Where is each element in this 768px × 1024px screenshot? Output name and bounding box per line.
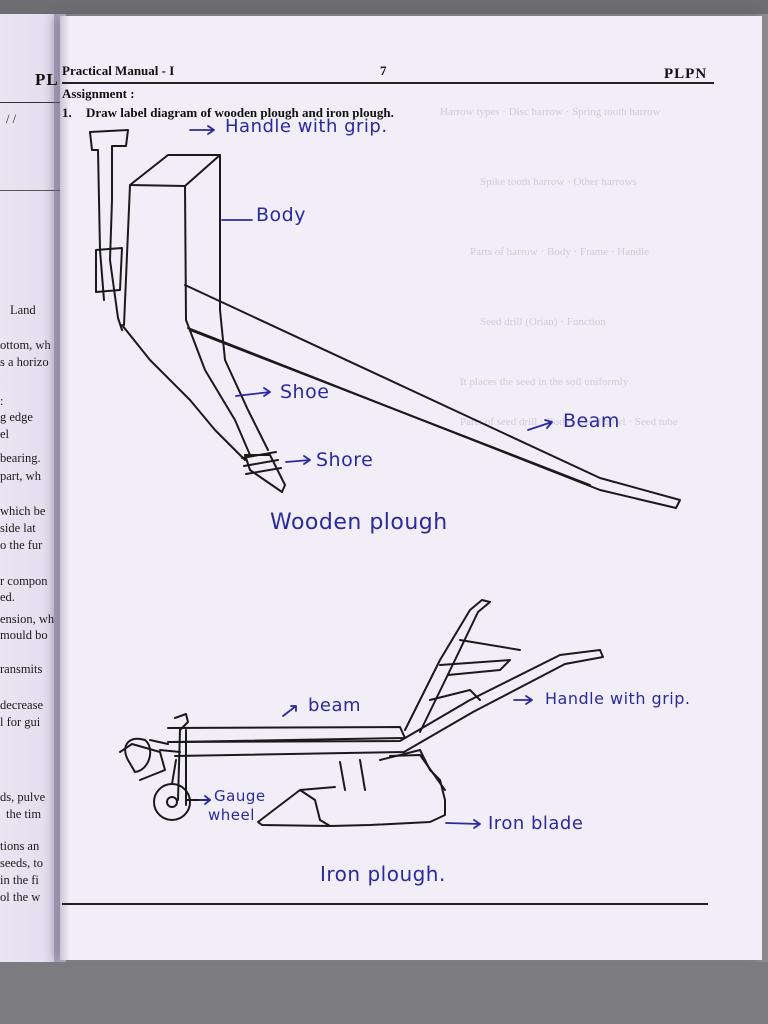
label-wheel: wheel	[208, 806, 255, 824]
label-iron-beam: beam	[308, 695, 362, 716]
label-iron-handle-with-grip: Handle with grip.	[545, 689, 691, 708]
left-page-line: seeds, to	[0, 856, 44, 870]
label-gauge: Gauge	[214, 787, 266, 805]
left-page-line: ension, wh	[0, 612, 55, 626]
label-body: Body	[256, 204, 306, 226]
header-code: PLPN	[664, 66, 708, 82]
left-page-header-code: PL	[35, 70, 59, 89]
label-handle-with-grip: Handle with grip.	[225, 116, 388, 137]
left-page-line: ottom, wh	[0, 338, 51, 352]
header-title: Practical Manual - I	[62, 63, 175, 78]
wooden-plough-caption: Wooden plough	[270, 510, 448, 535]
left-page-line: the tim	[6, 807, 42, 821]
left-page-line: l for gui	[0, 715, 41, 729]
left-page-line: ol the w	[0, 890, 41, 904]
left-page-line: which be	[0, 504, 46, 518]
label-arrows	[189, 125, 553, 829]
iron-plough-caption: Iron plough.	[320, 862, 446, 886]
left-page-line: g edge	[0, 410, 33, 424]
left-page-line: :	[0, 394, 4, 408]
left-page-line: part, wh	[0, 469, 41, 483]
left-page-line: ransmits	[0, 662, 43, 676]
left-page-line: s a horizo	[0, 355, 49, 369]
question-number: 1.	[62, 105, 72, 120]
left-page-line: o the fur	[0, 538, 43, 552]
label-iron-blade: Iron blade	[488, 813, 584, 834]
assignment-heading: Assignment :	[62, 86, 135, 101]
label-shore: Shore	[316, 449, 374, 471]
label-shoe: Shoe	[280, 381, 330, 403]
left-page-line: r compon	[0, 574, 48, 588]
left-page-line: el	[0, 427, 10, 441]
left-page-line: bearing.	[0, 451, 41, 465]
iron-plough-sketch	[119, 599, 604, 827]
left-page-line: / /	[6, 112, 17, 126]
question-text: Draw label diagram of wooden plough and …	[86, 105, 394, 120]
left-page-line: tions an	[0, 839, 40, 853]
scan-bottom-border	[0, 962, 768, 1024]
left-page-line: mould bo	[0, 628, 48, 642]
left-page-line: decrease	[0, 698, 44, 712]
page-number: 7	[380, 63, 387, 78]
left-page-line: side lat	[0, 521, 36, 535]
header-rule	[62, 82, 714, 84]
left-page-line: ds, pulve	[0, 790, 46, 804]
label-beam: Beam	[563, 410, 620, 432]
wooden-plough-sketch	[89, 129, 681, 509]
scan-top-border	[0, 0, 768, 14]
left-page-line: Land	[10, 303, 36, 317]
left-page-line: in the fi	[0, 873, 39, 887]
book-spine-shadow	[54, 14, 70, 962]
left-page-line: ed.	[0, 590, 15, 604]
footer-rule	[62, 903, 708, 905]
